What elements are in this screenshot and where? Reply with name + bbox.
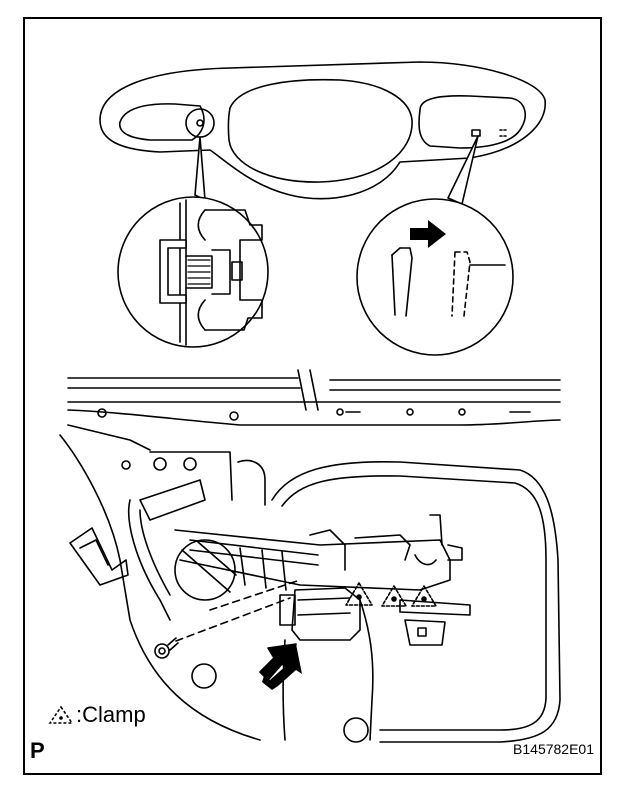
clamp-marker-1 — [345, 582, 373, 606]
push-direction-arrow-icon — [410, 220, 446, 248]
handle-frame-assembly — [127, 479, 463, 621]
clamp-marker-2 — [381, 585, 407, 607]
legend-label: Clamp — [82, 702, 146, 727]
dashed-triangle-icon — [48, 705, 74, 724]
outside-handle-outline — [99, 61, 546, 200]
clamp-marker-3 — [411, 585, 437, 607]
detail-callout-fastener — [117, 136, 269, 348]
figure-frame — [23, 17, 602, 775]
lock-cylinder — [279, 587, 471, 741]
removal-arrow-outline — [259, 643, 297, 681]
legend-separator: : — [76, 702, 83, 727]
bolt-leader-line — [175, 597, 291, 642]
detail-callout-direction — [356, 135, 514, 356]
clamp-legend: : Clamp — [48, 702, 146, 728]
bolt-hole-leader-line — [209, 579, 301, 611]
corner-mark: P — [30, 738, 45, 763]
bolt-icon — [154, 637, 179, 659]
figure-id: B145782E01 — [513, 741, 594, 757]
door-panel — [59, 369, 561, 743]
